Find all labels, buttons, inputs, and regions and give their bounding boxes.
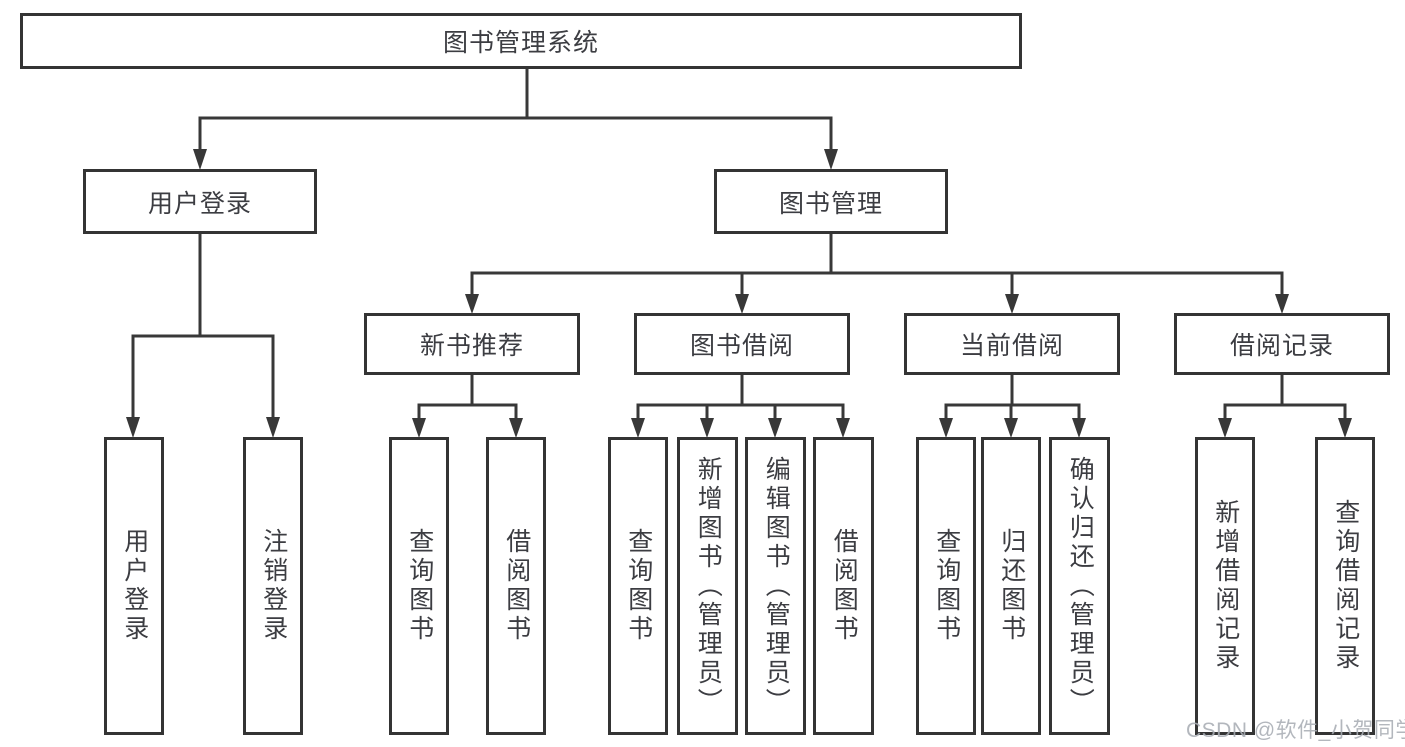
node-book-borrowing-label: 图书借阅 (689, 332, 794, 360)
arrowhead-leaf12 (1218, 418, 1232, 438)
arrowhead-leaf6 (700, 418, 714, 438)
node-book-borrowing: 图书借阅 (634, 313, 850, 375)
leaf-borrow-books-label: 借阅图书 (830, 528, 859, 644)
leaf-query-borrow-record: 查询借阅记录 (1315, 437, 1375, 735)
arrowhead-leaf9 (939, 418, 953, 438)
leaf-query-books-current: 查询图书 (916, 437, 976, 735)
leaf-confirm-return-admin: 确认归还（管理员） (1049, 437, 1110, 735)
leaf-edit-books-admin: 编辑图书（管理员） (745, 437, 806, 735)
node-root-label: 图书管理系统 (442, 29, 599, 57)
arrowhead-l3d (1275, 294, 1289, 314)
arrowhead-leaf5 (631, 418, 645, 438)
leaf-logout: 注销登录 (243, 437, 303, 735)
arrowhead-leaf10 (1004, 418, 1018, 438)
leaf-user-login: 用户登录 (104, 437, 164, 735)
node-current-borrowing: 当前借阅 (904, 313, 1120, 375)
leaf-query-books-borrow: 查询图书 (608, 437, 668, 735)
leaf-add-books-admin: 新增图书（管理员） (677, 437, 738, 735)
leaf-borrow-books-recommend: 借阅图书 (486, 437, 546, 735)
arrowhead-leaf1 (126, 417, 140, 438)
arrowhead-l3c (1005, 294, 1019, 314)
leaf-return-books-label: 归还图书 (997, 528, 1026, 644)
node-book-management: 图书管理 (714, 169, 948, 234)
arrowhead-l3a (465, 294, 479, 314)
node-root-library-system: 图书管理系统 (20, 13, 1022, 69)
leaf-query-books-current-label: 查询图书 (932, 528, 961, 644)
node-new-book-recommend-label: 新书推荐 (419, 332, 524, 360)
leaf-logout-label: 注销登录 (259, 528, 288, 644)
csdn-watermark: CSDN @软件_小贺同学 (1186, 719, 1405, 742)
leaf-add-borrow-record-label: 新增借阅记录 (1211, 499, 1240, 673)
arrowhead-l3b (735, 294, 749, 314)
leaf-borrow-books: 借阅图书 (813, 437, 874, 735)
arrowhead-leaf8 (836, 418, 850, 438)
arrowhead-leaf11 (1072, 418, 1086, 438)
node-current-borrowing-label: 当前借阅 (959, 332, 1064, 360)
leaf-add-borrow-record: 新增借阅记录 (1195, 437, 1255, 735)
arrowhead-leaf13 (1338, 418, 1352, 438)
arrowhead-leaf2 (266, 417, 280, 438)
leaf-confirm-return-admin-label: 确认归还（管理员） (1066, 455, 1095, 717)
leaf-edit-books-admin-label: 编辑图书（管理员） (762, 455, 791, 717)
arrowhead-leaf3 (412, 418, 426, 438)
arrowhead-book-mgmt (824, 149, 838, 170)
leaf-return-books: 归还图书 (981, 437, 1041, 735)
node-book-management-label: 图书管理 (778, 189, 883, 218)
leaf-query-books-recommend: 查询图书 (389, 437, 449, 735)
leaf-user-login-label: 用户登录 (120, 528, 149, 644)
node-borrowing-records-label: 借阅记录 (1229, 332, 1334, 360)
node-borrowing-records: 借阅记录 (1174, 313, 1390, 375)
node-new-book-recommend: 新书推荐 (364, 313, 580, 375)
arrowhead-user-login (193, 149, 207, 170)
node-user-login: 用户登录 (83, 169, 317, 234)
arrowhead-leaf4 (509, 418, 523, 438)
leaf-query-books-recommend-label: 查询图书 (405, 528, 434, 644)
node-user-login-label: 用户登录 (147, 189, 252, 218)
leaf-borrow-books-recommend-label: 借阅图书 (502, 528, 531, 644)
leaf-query-books-borrow-label: 查询图书 (624, 528, 653, 644)
arrowhead-leaf7 (768, 418, 782, 438)
leaf-add-books-admin-label: 新增图书（管理员） (694, 455, 723, 717)
leaf-query-borrow-record-label: 查询借阅记录 (1331, 499, 1360, 673)
